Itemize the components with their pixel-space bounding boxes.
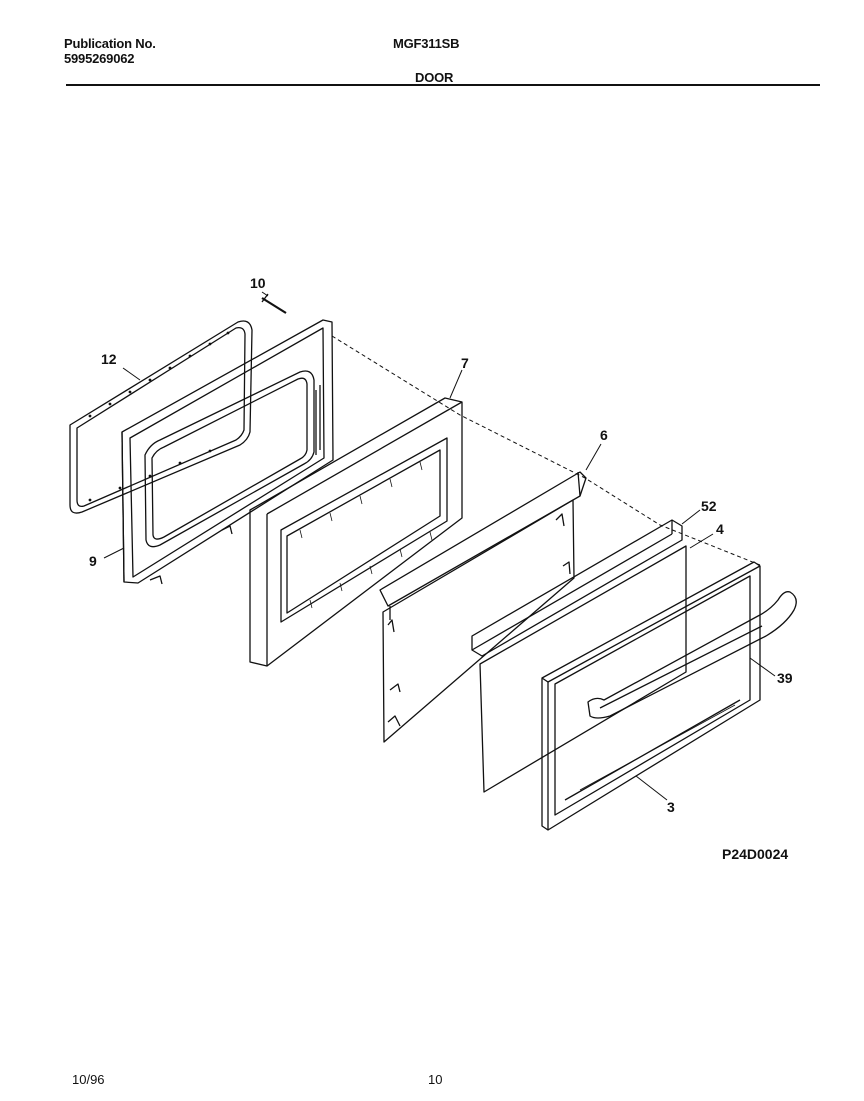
door-frame-part — [249, 397, 463, 667]
callout-7: 7 — [461, 355, 469, 371]
door-gasket-part — [69, 320, 253, 514]
page-number: 10 — [428, 1072, 443, 1087]
screw-part — [261, 293, 287, 314]
glass-channel-part — [471, 519, 683, 657]
callout-52: 52 — [701, 498, 717, 514]
callout-39: 39 — [777, 670, 793, 686]
footer-date: 10/96 — [72, 1072, 105, 1087]
callout-3: 3 — [667, 799, 675, 815]
publication-label: Publication No. — [64, 36, 156, 51]
header-rule — [66, 84, 820, 86]
door-handle-part — [587, 591, 797, 719]
callout-10: 10 — [250, 275, 266, 291]
door-glass-part — [479, 545, 687, 793]
callout-9: 9 — [89, 553, 97, 569]
callout-4: 4 — [716, 521, 724, 537]
outer-door-frame-part — [541, 561, 761, 831]
door-panel-part — [379, 471, 587, 743]
diagram-code: P24D0024 — [722, 846, 789, 862]
model-number: MGF311SB — [393, 36, 460, 51]
callout-6: 6 — [600, 427, 608, 443]
inner-door-liner-part — [121, 319, 334, 585]
callout-12: 12 — [101, 351, 117, 367]
publication-number: 5995269062 — [64, 51, 135, 66]
assembly-guide-line — [331, 335, 761, 566]
section-title: DOOR — [415, 70, 454, 85]
